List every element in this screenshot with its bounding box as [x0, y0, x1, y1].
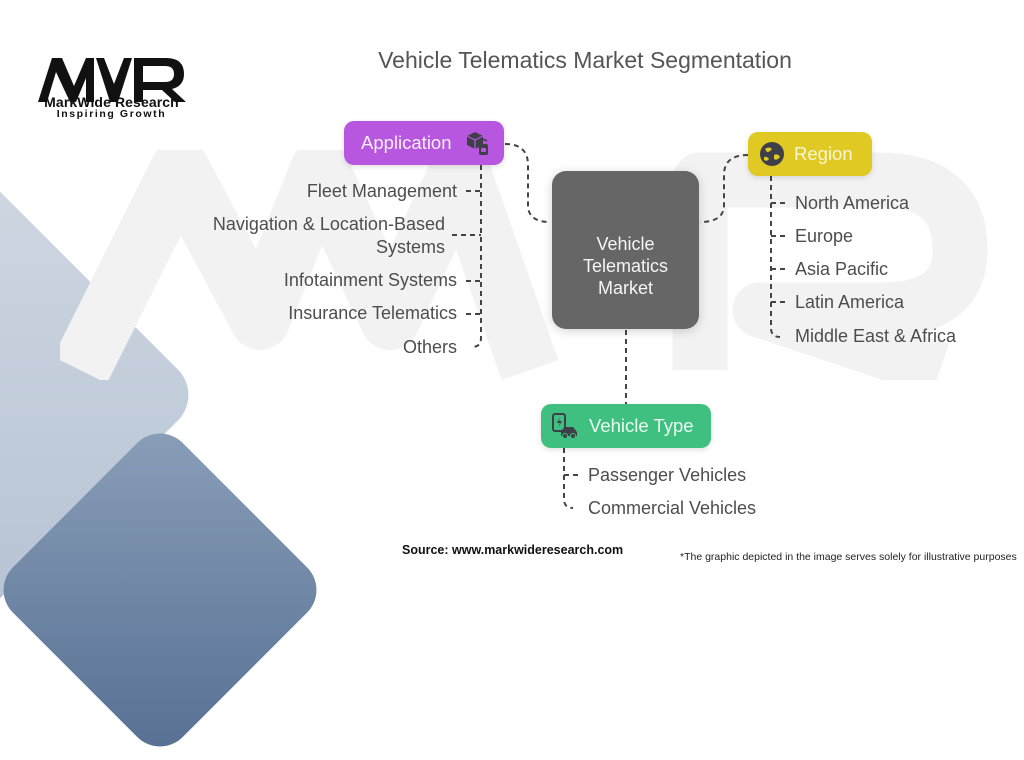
category-application-label: Application [361, 132, 452, 153]
markwide-logo-icon [38, 58, 186, 102]
page-title: Vehicle Telematics Market Segmentation [378, 47, 792, 73]
connector-application-spine [471, 165, 482, 348]
source-text: Source: www.markwideresearch.com [402, 543, 624, 557]
application-item-others: Others [402, 337, 457, 357]
center-line-2: Telematics [582, 256, 669, 276]
center-line-3: Market [597, 278, 653, 298]
application-item-infotainment: Infotainment Systems [283, 270, 457, 290]
application-item-insurance: Insurance Telematics [288, 303, 457, 323]
ev-charging-car-icon [552, 413, 577, 439]
connector-vehicletype-spine [563, 448, 574, 509]
application-item-navigation-line1: Navigation & Location-Based [212, 214, 445, 234]
category-application: Application [344, 121, 504, 165]
application-item-navigation-line2: Systems [375, 237, 445, 257]
disclaimer-text: *The graphic depicted in the image serve… [680, 551, 1017, 563]
brand-name: MarkWide Research [44, 94, 179, 110]
connector-application-center [504, 143, 551, 223]
vehicle-type-item-passenger: Passenger Vehicles [588, 465, 747, 485]
vehicle-type-item-commercial: Commercial Vehicles [588, 498, 757, 518]
category-vehicle-type: Vehicle Type [541, 404, 711, 448]
category-region-label: Region [794, 143, 853, 164]
application-item-fleet-management: Fleet Management [306, 181, 457, 201]
package-signal-icon [466, 132, 488, 155]
region-item-asia-pacific: Asia Pacific [795, 259, 889, 279]
brand-tagline: Inspiring Growth [56, 108, 167, 120]
region-item-latin-america: Latin America [795, 292, 905, 312]
center-node: Vehicle Telematics Market [552, 171, 699, 329]
category-vehicle-type-label: Vehicle Type [589, 415, 694, 436]
region-item-middle-east-africa: Middle East & Africa [795, 326, 957, 346]
globe-icon [760, 142, 784, 166]
center-line-1: Vehicle [596, 234, 655, 254]
connector-region-spine [770, 176, 781, 338]
region-item-north-america: North America [795, 193, 910, 213]
category-region: Region [748, 132, 872, 176]
connector-region-center [699, 154, 749, 223]
region-item-europe: Europe [795, 226, 854, 246]
